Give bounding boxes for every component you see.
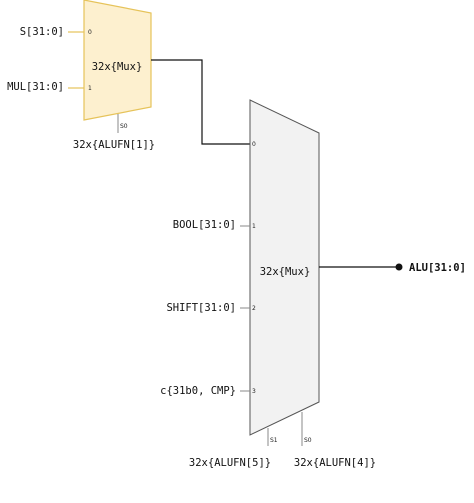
big-mux-pin-0: 0 — [252, 141, 256, 148]
big-mux-select-s1-signal: 32x{ALUFN[5]} — [189, 457, 271, 469]
big-mux-input-3-signal: c{31b0, CMP} — [160, 385, 236, 397]
big-mux-pin-3: 3 — [252, 388, 256, 395]
big-mux-pin-2: 2 — [252, 305, 256, 312]
big-mux-input-1-signal: BOOL[31:0] — [173, 219, 236, 231]
big-mux-select-s0-signal: 32x{ALUFN[4]} — [294, 457, 376, 469]
big-mux-body[interactable] — [249, 99, 320, 436]
small-mux-pin-1: 1 — [88, 85, 92, 92]
small-to-big-wire — [151, 59, 250, 145]
big-mux-label: 32x{Mux} — [260, 266, 311, 278]
small-mux-select-pin: S0 — [120, 123, 128, 130]
output-port-dot[interactable] — [395, 263, 403, 271]
small-mux-input-1-signal: MUL[31:0] — [7, 81, 64, 93]
small-mux-select-signal: 32x{ALUFN[1]} — [73, 139, 155, 151]
small-mux-label: 32x{Mux} — [92, 61, 143, 73]
output-signal: ALU[31:0] — [409, 262, 466, 274]
big-mux-input-2-signal: SHIFT[31:0] — [166, 302, 236, 314]
small-mux-input-0-signal: S[31:0] — [20, 26, 64, 38]
big-mux-select-s1-pin: S1 — [270, 437, 278, 444]
big-mux-select-s0-pin: S0 — [304, 437, 312, 444]
small-mux-body[interactable] — [83, 0, 152, 121]
big-mux-pin-1: 1 — [252, 223, 256, 230]
small-mux-pin-0: 0 — [88, 29, 92, 36]
